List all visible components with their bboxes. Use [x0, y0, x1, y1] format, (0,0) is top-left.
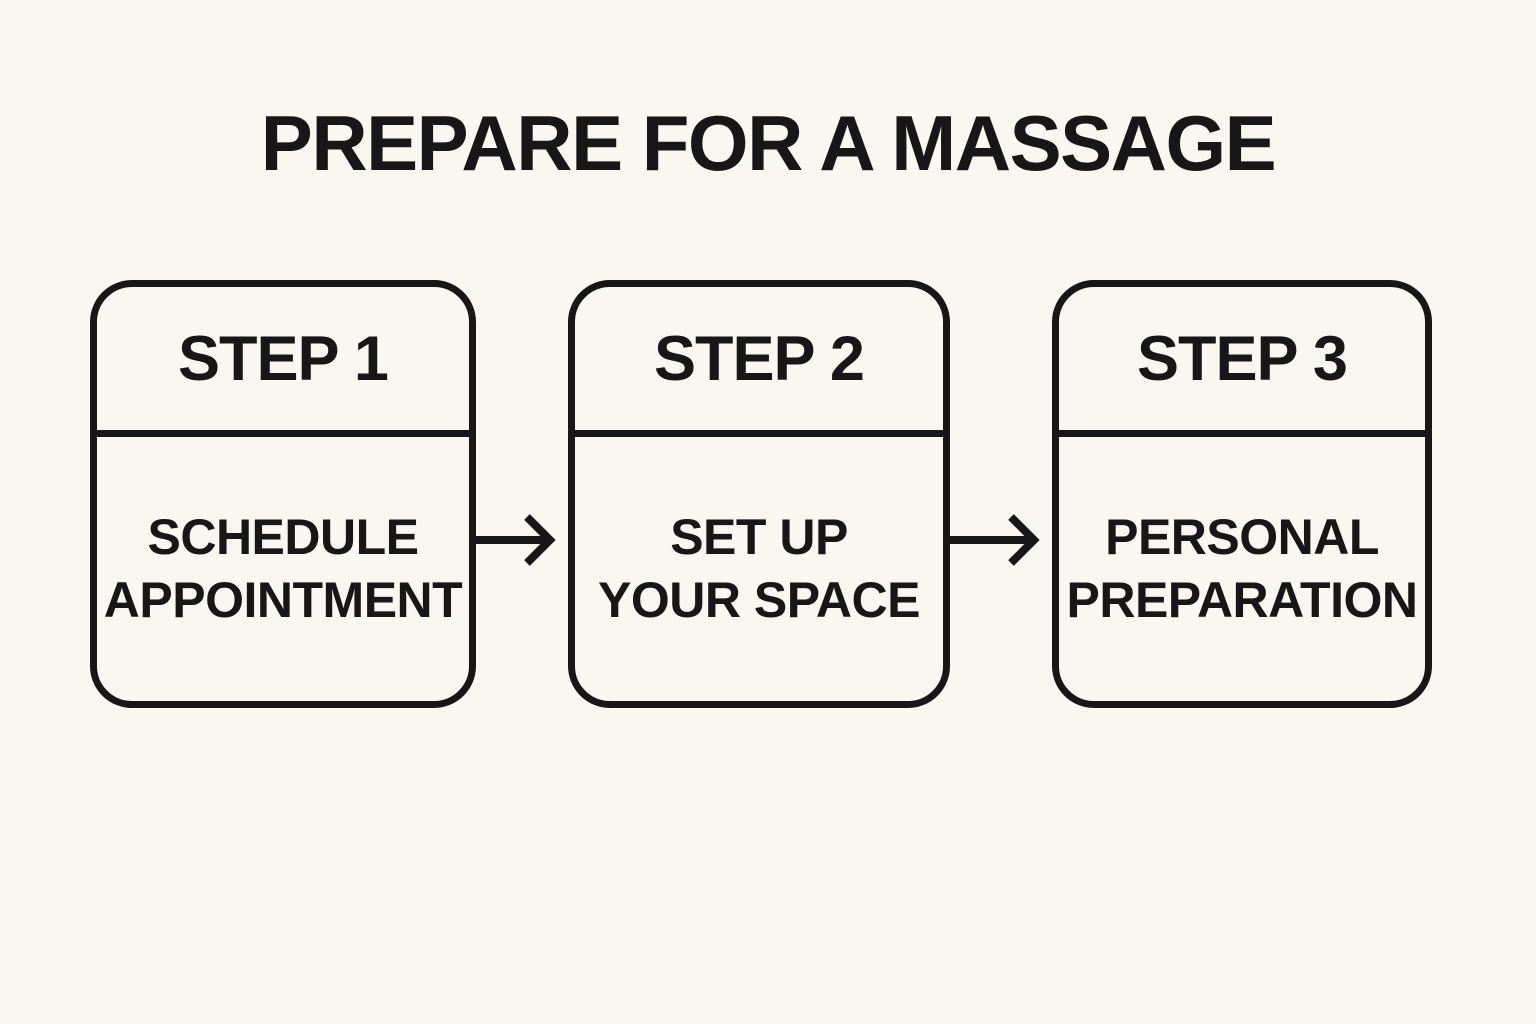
page-title: PREPARE FOR A MASSAGE — [260, 99, 1277, 187]
step-2-body: SET UP YOUR SPACE — [575, 437, 943, 701]
step-3-label-line-1: PERSONAL — [1105, 509, 1379, 565]
step-1-box: STEP 1 SCHEDULE APPOINTMENT — [90, 280, 476, 708]
step-1-body: SCHEDULE APPOINTMENT — [97, 437, 469, 701]
step-3-box: STEP 3 PERSONAL PREPARATION — [1052, 280, 1432, 708]
step-2-label-line-2: YOUR SPACE — [598, 572, 920, 628]
arrow-right-icon — [950, 514, 1040, 566]
step-1-header-label: STEP 1 — [178, 323, 389, 394]
step-2-box: STEP 2 SET UP YOUR SPACE — [568, 280, 950, 708]
step-3-body: PERSONAL PREPARATION — [1059, 437, 1425, 701]
step-2-label-line-1: SET UP — [670, 509, 848, 565]
step-2-header-label: STEP 2 — [654, 323, 865, 394]
step-3-header-label: STEP 3 — [1137, 323, 1348, 394]
step-3-header: STEP 3 — [1059, 287, 1425, 437]
step-1-label-line-1: SCHEDULE — [147, 509, 419, 565]
step-2-header: STEP 2 — [575, 287, 943, 437]
step-1-label-line-2: APPOINTMENT — [103, 572, 463, 628]
step-1-header: STEP 1 — [97, 287, 469, 437]
step-3-label-line-2: PREPARATION — [1066, 572, 1419, 628]
arrow-right-icon — [476, 514, 556, 566]
